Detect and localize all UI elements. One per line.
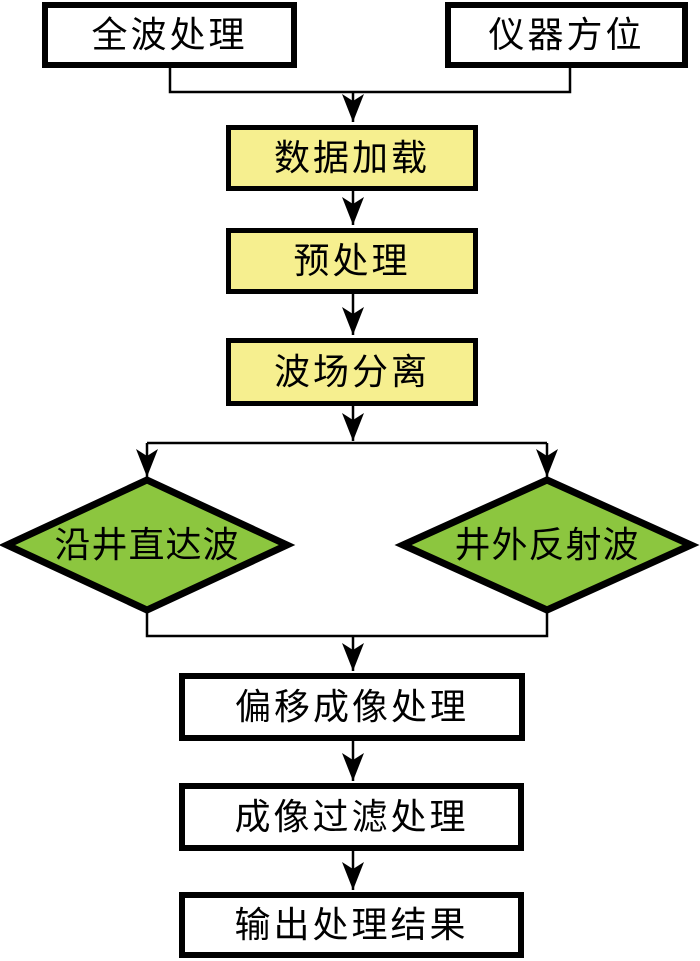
node-direct-wave-label: 沿井直达波 [54,525,240,565]
node-data-loading-label: 数据加载 [273,138,430,178]
node-reflected-wave-label: 井外反射波 [454,525,640,565]
node-migration-imaging: 偏移成像处理 [179,673,525,741]
node-full-wave-processing: 全波处理 [42,2,297,68]
edge-sources-merge-line [168,68,572,94]
node-imaging-filtering: 成像过滤处理 [179,783,524,851]
node-output-results: 输出处理结果 [179,892,524,958]
node-wavefield-separation-label: 波场分离 [273,352,430,392]
node-imaging-filtering-label: 成像过滤处理 [234,797,469,837]
edge-diamonds-merge-line [145,610,549,638]
node-preprocessing: 预处理 [226,228,478,294]
node-data-loading: 数据加载 [226,125,478,191]
node-migration-imaging-label: 偏移成像处理 [234,687,469,727]
node-preprocessing-label: 预处理 [293,241,411,281]
node-instrument-orientation-label: 仪器方位 [488,15,645,55]
node-output-results-label: 输出处理结果 [234,905,469,945]
node-wavefield-separation: 波场分离 [226,338,478,406]
node-full-wave-processing-label: 全波处理 [91,15,248,55]
node-instrument-orientation: 仪器方位 [445,2,688,68]
